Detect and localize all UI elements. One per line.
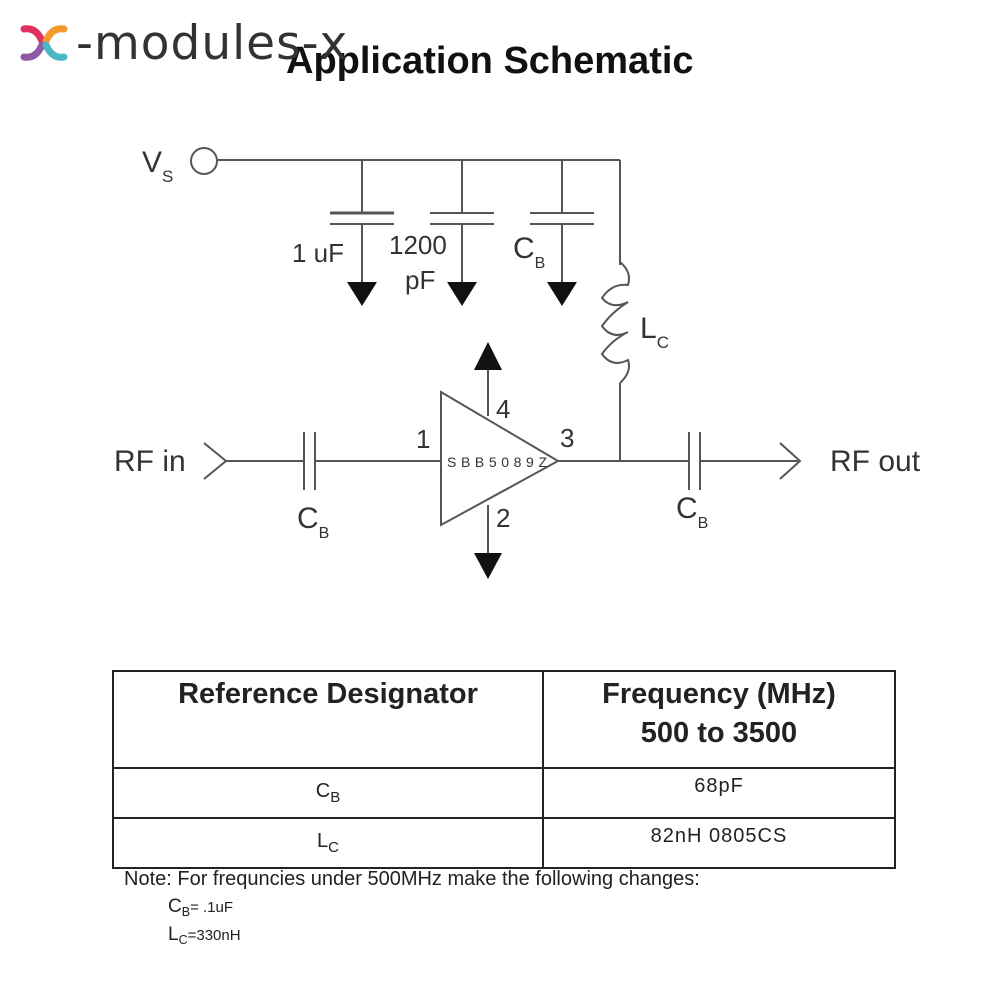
rf-in-arrow bbox=[203, 442, 228, 480]
header-reference-designator: Reference Designator bbox=[112, 670, 544, 769]
pin3-label: 3 bbox=[560, 423, 574, 453]
page-title: Application Schematic bbox=[286, 40, 694, 82]
schematic-diagram: VS 1 uF 1200 pF CB LC SBB5089Z 1 4 3 2 R… bbox=[114, 146, 921, 579]
ground-icon bbox=[474, 553, 502, 579]
ground-icon bbox=[447, 282, 477, 306]
note-text: Note: For frequncies under 500MHz make t… bbox=[124, 868, 700, 890]
cin-label: CB bbox=[297, 502, 329, 542]
header-frequency: Frequency (MHz) 500 to 3500 bbox=[542, 670, 896, 769]
supply-terminal bbox=[190, 147, 218, 175]
value-cell: 68pF bbox=[542, 767, 896, 819]
note-change-lc: LC=330nH bbox=[168, 924, 241, 947]
cap3-label: CB bbox=[513, 232, 545, 272]
pin2-label: 2 bbox=[496, 503, 510, 533]
x-logo-icon bbox=[20, 25, 68, 61]
note-change-cb: CB= .1uF bbox=[168, 896, 234, 919]
rf-in-label: RF in bbox=[114, 445, 186, 478]
cout-label: CB bbox=[676, 492, 708, 532]
reference-table: Reference Designator Frequency (MHz) 500… bbox=[112, 670, 896, 869]
table-row: LC 82nH 0805CS bbox=[112, 817, 896, 869]
table-header-row: Reference Designator Frequency (MHz) 500… bbox=[112, 670, 896, 769]
brand-logo: -modules-x bbox=[20, 18, 348, 68]
ref-cell: CB bbox=[112, 767, 544, 819]
ref-cell: LC bbox=[112, 817, 544, 869]
header-frequency-label: Frequency (MHz) bbox=[602, 678, 836, 710]
pin4-arrow-icon bbox=[474, 342, 502, 370]
table-row: CB 68pF bbox=[112, 767, 896, 819]
cap2-label-line1: 1200 bbox=[389, 230, 447, 260]
cap2-label-line2: pF bbox=[405, 265, 435, 295]
rf-out-arrow bbox=[779, 442, 802, 480]
cap1-label: 1 uF bbox=[292, 238, 344, 268]
amplifier-triangle bbox=[440, 390, 561, 527]
inductor-label: LC bbox=[640, 312, 669, 352]
amplifier-part-number: SBB5089Z bbox=[447, 454, 547, 470]
ground-icon bbox=[347, 282, 377, 306]
ground-icon bbox=[547, 282, 577, 306]
pin1-label: 1 bbox=[416, 424, 430, 454]
value-cell: 82nH 0805CS bbox=[542, 817, 896, 869]
pin4-label: 4 bbox=[496, 394, 510, 424]
supply-label: VS bbox=[142, 146, 173, 186]
logo-text: -modules-x bbox=[76, 15, 349, 71]
inductor-coil bbox=[600, 261, 630, 384]
rf-out-label: RF out bbox=[830, 445, 921, 478]
header-frequency-range: 500 to 3500 bbox=[640, 717, 798, 749]
